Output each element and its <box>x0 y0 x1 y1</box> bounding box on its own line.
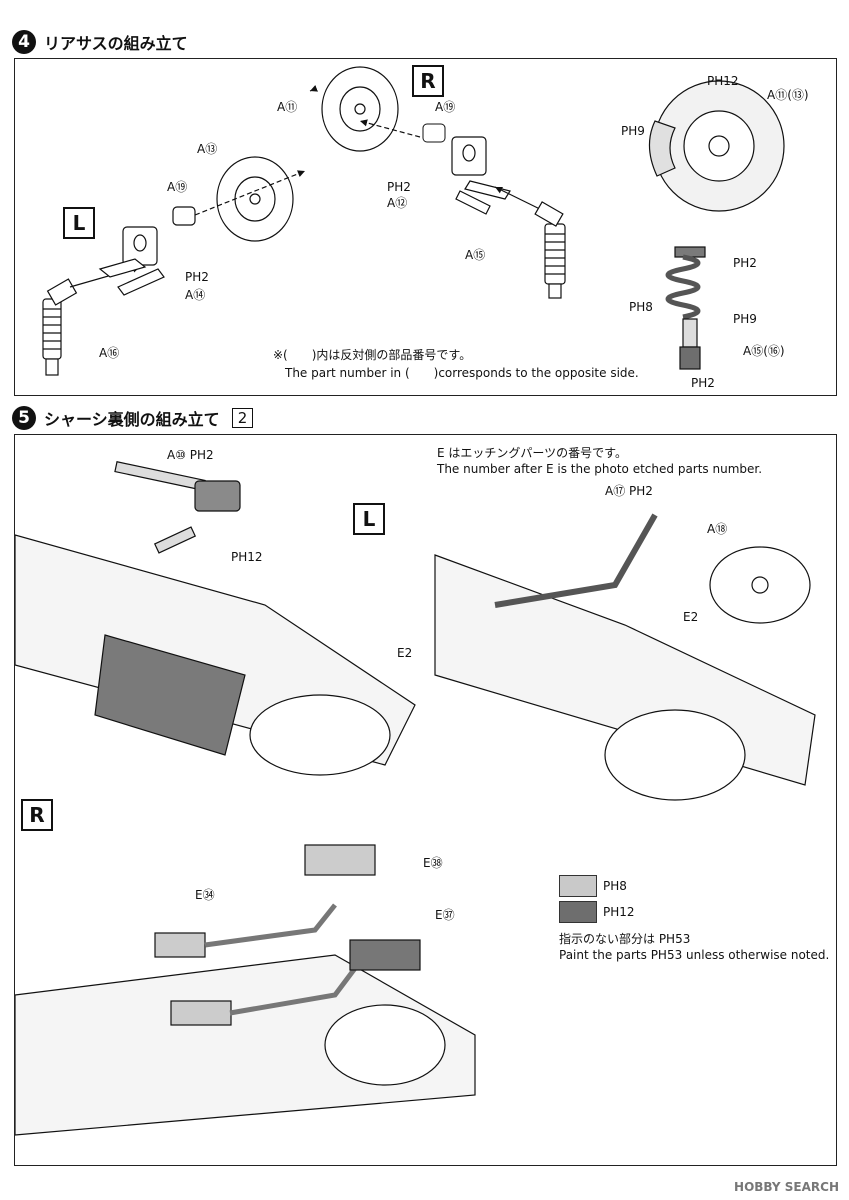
step5-diagram <box>14 461 816 1136</box>
label-a11-13: A⑪(⑬) <box>767 88 809 102</box>
knuckle-a12 <box>451 136 511 215</box>
muffler-e38 <box>304 844 376 876</box>
paint-note-jp: 指示のない部分は PH53 <box>559 932 691 946</box>
swatch-ph8 <box>559 875 597 897</box>
side-l-label-5: L <box>353 503 385 535</box>
muffler-e34 <box>154 932 206 958</box>
wheel-cover-a18 <box>709 546 811 624</box>
etch-note-en: The number after E is the photo etched p… <box>437 462 763 476</box>
label-a19-right: A⑲ <box>435 100 456 114</box>
drum-a11 <box>321 66 399 152</box>
label-e2-left: E2 <box>397 646 413 660</box>
step4-diagram <box>42 66 785 376</box>
label-ph9: PH9 <box>621 124 645 138</box>
label-a12: A⑫ <box>387 196 408 210</box>
step5-panel: L R A⑩ PH2 PH12 A⑰ PH2 A⑱ E2 E2 E㊳ E㉞ E㊲… <box>14 434 837 1166</box>
label-ph8: PH8 <box>629 300 653 314</box>
etch-note-jp: E はエッチングパーツの番号です。 <box>437 446 627 460</box>
legend-ph8: PH8 <box>559 875 627 897</box>
legend-label-ph8: PH8 <box>603 879 627 893</box>
hub-a19-left <box>172 206 196 226</box>
label-a16: A⑯ <box>99 346 120 360</box>
step4-header: 4 リアサスの組み立て <box>12 30 188 54</box>
watermark: HOBBY SEARCH <box>734 1180 839 1194</box>
exhaust-system <box>14 844 476 1136</box>
step5-header: 5 シャーシ裏側の組み立て 2 <box>12 406 254 430</box>
brake-disc-detail <box>648 80 785 212</box>
label-ph12-5: PH12 <box>231 550 263 564</box>
label-a15-16: A⑮(⑯) <box>743 344 785 358</box>
chassis-left <box>14 534 416 776</box>
step4-number: 4 <box>12 30 36 54</box>
paint-note-en: Paint the parts PH53 unless otherwise no… <box>559 948 830 962</box>
label-a11: A⑪ <box>277 100 298 114</box>
side-l-label: L <box>63 207 95 239</box>
muffler-e37 <box>349 939 421 971</box>
step5-title: シャーシ裏側の組み立て <box>44 410 220 429</box>
side-r-label-5: R <box>21 799 53 831</box>
label-a10: A⑩ PH2 <box>167 448 214 462</box>
hub-a19-right <box>422 123 446 143</box>
label-e2-right: E2 <box>683 610 699 624</box>
label-a18: A⑱ <box>707 522 728 536</box>
legend-ph12: PH12 <box>559 901 635 923</box>
label-ph2-spring: PH2 <box>733 256 757 270</box>
opposite-note-jp: ※( )内は反対側の部品番号です。 <box>273 348 472 362</box>
step4-title: リアサスの組み立て <box>44 34 188 53</box>
step4-panel: R L A⑪ A⑲ A⑬ A⑲ PH2 A⑫ A⑮ PH2 A⑭ A⑯ PH12… <box>14 58 837 396</box>
swatch-ph12 <box>559 901 597 923</box>
opposite-note-en: The part number in ( )corresponds to the… <box>285 366 639 380</box>
label-ph2-r: PH2 <box>387 180 411 194</box>
label-e38: E㊳ <box>423 856 443 870</box>
shock-a16 <box>42 278 78 376</box>
label-ph2-l: PH2 <box>185 270 209 284</box>
label-ph9-spring: PH9 <box>733 312 757 326</box>
label-e34: E㉞ <box>195 888 215 902</box>
label-a15: A⑮ <box>465 248 486 262</box>
shock-spring-detail <box>665 246 706 370</box>
label-e37: E㊲ <box>435 908 455 922</box>
label-a19-left: A⑲ <box>167 180 188 194</box>
step5-number: 5 <box>12 406 36 430</box>
side-r-label: R <box>412 65 444 97</box>
label-a17: A⑰ PH2 <box>605 484 653 498</box>
label-ph12: PH12 <box>707 74 739 88</box>
differential-a10 <box>114 461 241 554</box>
step5-sub-number: 2 <box>231 408 254 428</box>
legend-label-ph12: PH12 <box>603 905 635 919</box>
knuckle-a14 <box>98 226 165 296</box>
label-a14: A⑭ <box>185 288 206 302</box>
chassis-right <box>434 513 816 801</box>
label-a13: A⑬ <box>197 142 218 156</box>
shock-a15 <box>534 201 566 299</box>
label-ph2-bottom: PH2 <box>691 376 715 390</box>
